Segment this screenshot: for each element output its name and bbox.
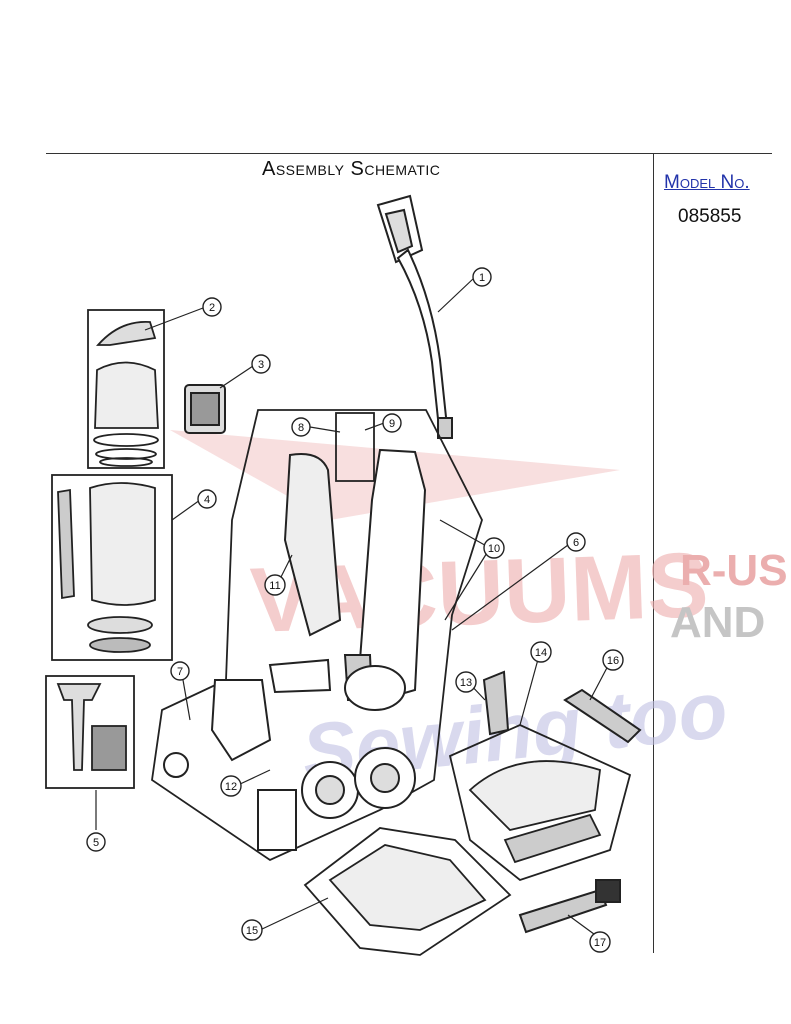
callouts: 1 2 3 4 5 6 7 8 9 10 11 12 13 1: [86, 267, 624, 953]
callout-7: [170, 661, 190, 681]
part-group-8: [335, 412, 375, 482]
callout-5: [86, 832, 106, 852]
callout-13: [455, 671, 477, 693]
callout-4: [197, 489, 217, 509]
part-group-15: [303, 827, 512, 956]
callout-2: [202, 297, 222, 317]
part-belt-16: [563, 688, 642, 744]
model-number-value: 085855: [678, 206, 742, 227]
watermark-and: AND: [670, 598, 765, 647]
callout-16-label: 16: [607, 655, 619, 667]
callout-2-label: 2: [209, 302, 215, 314]
callout-1: [472, 267, 492, 287]
part-handle: [376, 194, 453, 440]
callout-3-label: 3: [258, 359, 264, 371]
callout-17: [589, 931, 611, 953]
callout-8-label: 8: [298, 422, 304, 434]
callout-11: [264, 574, 286, 596]
callout-17-label: 17: [594, 937, 606, 949]
callout-10-label: 10: [488, 543, 500, 555]
callout-15: [241, 919, 263, 941]
part-brushroll-17: [518, 879, 621, 934]
callout-4-label: 4: [204, 494, 210, 506]
watermark-rus: R-US: [680, 546, 788, 595]
callout-5-label: 5: [93, 837, 99, 849]
part-filter-3: [184, 384, 226, 434]
part-body: [163, 448, 427, 851]
callout-6: [566, 532, 586, 552]
callout-12-label: 12: [225, 781, 237, 793]
callout-12: [220, 775, 242, 797]
part-group-4: [51, 474, 173, 661]
callout-1-label: 1: [479, 272, 485, 284]
callout-3: [251, 354, 271, 374]
callout-9: [382, 413, 402, 433]
top-rule: [46, 153, 772, 154]
part-group-5: [45, 675, 135, 789]
callout-8: [291, 417, 311, 437]
callout-14: [530, 641, 552, 663]
callout-13-label: 13: [460, 677, 472, 689]
callout-11-label: 11: [269, 580, 280, 592]
callout-10: [483, 537, 505, 559]
side-rule: [653, 153, 654, 953]
part-body-outline-6: [151, 409, 483, 862]
callout-16: [602, 649, 624, 671]
callout-14-label: 14: [535, 647, 547, 659]
callout-7-label: 7: [177, 666, 183, 678]
callout-6-label: 6: [573, 537, 579, 549]
part-group-14: [448, 724, 632, 882]
callout-9-label: 9: [389, 418, 395, 430]
model-number-label: Model No.: [664, 172, 750, 193]
part-group-2: [87, 309, 165, 469]
page-title: Assembly Schematic: [262, 158, 441, 180]
callout-15-label: 15: [246, 925, 258, 937]
